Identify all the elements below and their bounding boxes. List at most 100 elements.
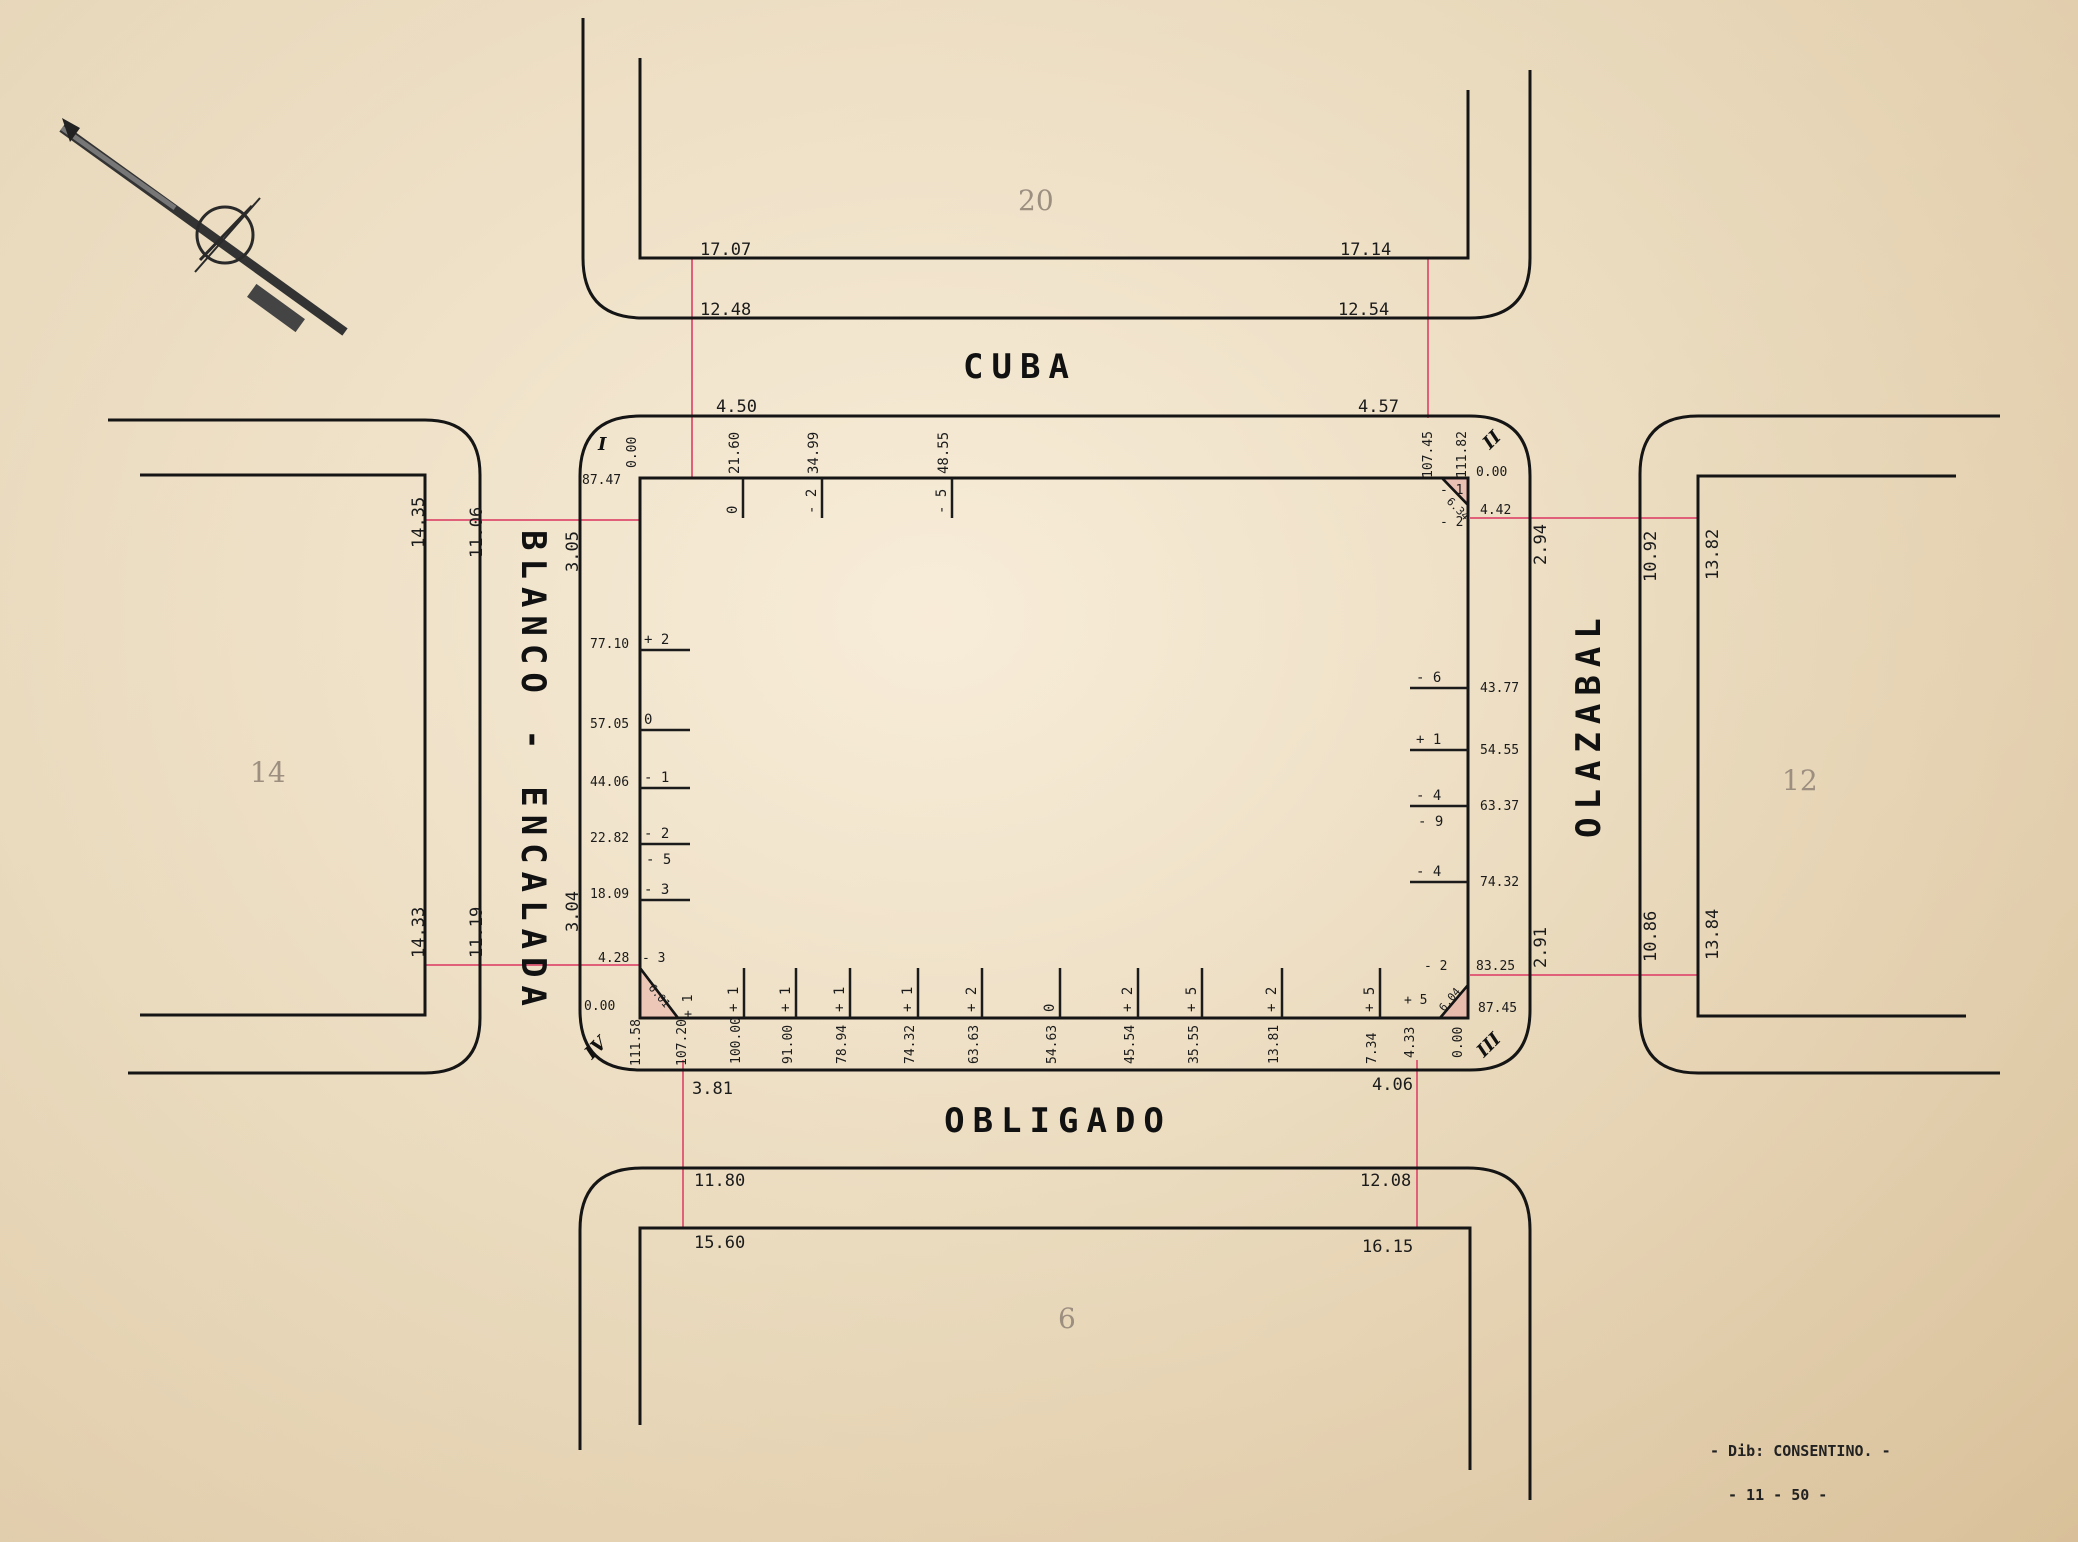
left-tick-level-2: - 5 — [646, 852, 671, 868]
right-tick-distance: 74.32 — [1480, 875, 1519, 890]
block-bottom-inner — [638, 1226, 1472, 1470]
bottom-tick-level: + 1 — [726, 987, 742, 1012]
bottom-tick-distance: 63.63 — [967, 1025, 982, 1064]
bottom-tick-distance: 13.81 — [1267, 1025, 1282, 1064]
bottom-tick-level: + 2 — [1264, 987, 1280, 1012]
block-right-outer — [1638, 414, 2000, 1075]
outer-measurements: 17.07 17.14 12.48 12.54 4.50 4.57 14.35 … — [409, 240, 1723, 1257]
corner-bl-d: 107.20 — [675, 1019, 690, 1066]
bottom-tick-distance: 78.94 — [835, 1025, 850, 1064]
block-left-inner — [140, 473, 427, 1017]
red-measure-lines — [425, 258, 1698, 1228]
top-tick-level: 0 — [725, 506, 741, 514]
bottom-tick-level: + 5 — [1362, 987, 1378, 1012]
measure-bottom-block-right: 16.15 — [1362, 1237, 1413, 1257]
bottom-tick-distance: 7.34 — [1365, 1033, 1380, 1064]
corner-label-bottom-right: III — [1472, 1028, 1506, 1062]
measure-cuba-left: 12.48 — [700, 300, 751, 320]
corner-bl-c: 111.58 — [629, 1019, 644, 1066]
corner-br-l1: - 2 — [1424, 959, 1447, 974]
measure-top-block-right: 17.14 — [1340, 240, 1391, 260]
measure-ob-offset-left: 3.81 — [692, 1079, 733, 1099]
bottom-tick-distance: 100.00 — [729, 1017, 744, 1064]
measure-ob-offset-right: 4.06 — [1372, 1075, 1413, 1095]
bottom-tick-distance: 54.63 — [1045, 1025, 1060, 1064]
measure-be-offset-bottom: 3.04 — [563, 891, 583, 932]
street-label-cuba: CUBA — [963, 347, 1077, 387]
top-tick-level: - 5 — [934, 489, 950, 514]
measure-top-block-left: 17.07 — [700, 240, 751, 260]
author-signature: - Dib: CONSENTINO. - — [1710, 1442, 1891, 1460]
left-tick-distance: 77.10 — [590, 637, 629, 652]
central-block-inner — [638, 476, 1470, 1020]
corner-tl-b: 87.47 — [582, 473, 621, 488]
left-tick-level: + 2 — [644, 632, 669, 648]
bottom-tick-distance: 45.54 — [1123, 1025, 1138, 1064]
left-tick-level: - 1 — [644, 770, 669, 786]
bottom-tick-level: + 1 — [832, 987, 848, 1012]
street-label-olazabal: OLAZABAL — [1569, 610, 1609, 838]
bottom-tick-level: + 2 — [1120, 987, 1136, 1012]
left-tick-distance: 44.06 — [590, 775, 629, 790]
corner-label-top-left: I — [597, 434, 607, 455]
measure-ol-bottom: 10.86 — [1641, 911, 1661, 962]
measure-ob-left: 11.80 — [694, 1171, 745, 1191]
measure-be-top: 11.06 — [467, 507, 487, 558]
left-tick-distance: 22.82 — [590, 831, 629, 846]
block-outlines — [108, 18, 2000, 1500]
bottom-tick-level: + 2 — [964, 987, 980, 1012]
bottom-tick-distance: 91.00 — [781, 1025, 796, 1064]
elevation-ticks: 21.60 0 34.99 - 2 48.55 - 5 77.10 + 2 57.05 0 44.0… — [590, 432, 1519, 1064]
measure-left-block-bottom: 14.33 — [409, 907, 429, 958]
measure-left-block-top: 14.35 — [409, 497, 429, 548]
corner-tr-l2: - 2 — [1440, 515, 1463, 530]
corner-bl-a-level: - 3 — [642, 951, 665, 966]
block-number-left: 14 — [250, 756, 286, 789]
top-tick-distance: 48.55 — [936, 432, 952, 474]
right-tick-level: + 1 — [1416, 732, 1441, 748]
right-tick-level: - 6 — [1416, 670, 1441, 686]
top-tick-distance: 21.60 — [727, 432, 743, 474]
bottom-tick-level: 0 — [1042, 1004, 1058, 1012]
corner-tr-a: 107.45 — [1421, 431, 1436, 478]
corner-bl-level: + 1 — [681, 995, 696, 1018]
corner-values: 0.00 87.47 107.45 111.82 0.00 4.42 - 1 -… — [582, 431, 1517, 1066]
left-tick-distance: 57.05 — [590, 717, 629, 732]
corner-label-top-right: II — [1478, 426, 1506, 454]
measure-be-bottom: 11.19 — [467, 907, 487, 958]
corner-tr-l1: - 1 — [1440, 483, 1463, 498]
chamfers — [638, 476, 1470, 1020]
block-left-outer — [108, 418, 482, 1075]
measure-bottom-block-left: 15.60 — [694, 1233, 745, 1253]
corner-tl-a: 0.00 — [625, 437, 640, 468]
right-tick-level: - 4 — [1416, 788, 1441, 804]
right-tick-distance: 63.37 — [1480, 799, 1519, 814]
measure-ol-offset-top: 2.94 — [1531, 524, 1551, 565]
north-arrow-icon — [59, 118, 348, 336]
measure-ol-offset-bottom: 2.91 — [1531, 927, 1551, 968]
street-label-blanco-encalada: BLANCO - ENCALADA — [513, 530, 553, 1014]
left-tick-level: - 2 — [644, 826, 669, 842]
block-number-top: 20 — [1018, 184, 1054, 217]
block-top-outer — [581, 18, 1532, 320]
right-tick-distance: 43.77 — [1480, 681, 1519, 696]
measure-cuba-offset-left: 4.50 — [716, 397, 757, 417]
corner-tr-c: 0.00 — [1476, 465, 1507, 480]
left-tick-level: 0 — [644, 712, 652, 728]
bottom-tick-distance: 74.32 — [903, 1025, 918, 1064]
left-tick-level: - 3 — [644, 882, 669, 898]
measure-be-offset-top: 3.05 — [563, 531, 583, 572]
corner-br-a: 83.25 — [1476, 959, 1515, 974]
corner-bl-a: 4.28 — [598, 951, 629, 966]
right-tick-distance: 54.55 — [1480, 743, 1519, 758]
bottom-tick-level: + 5 — [1184, 987, 1200, 1012]
bottom-tick-level: + 1 — [900, 987, 916, 1012]
corner-tr-b: 111.82 — [1455, 431, 1470, 478]
left-tick-distance: 18.09 — [590, 887, 629, 902]
measure-ol-top: 10.92 — [1641, 531, 1661, 582]
measure-right-block-top: 13.82 — [1703, 529, 1723, 580]
drawing-date: - 11 - 50 - — [1728, 1486, 1827, 1504]
top-tick-distance: 34.99 — [806, 432, 822, 474]
